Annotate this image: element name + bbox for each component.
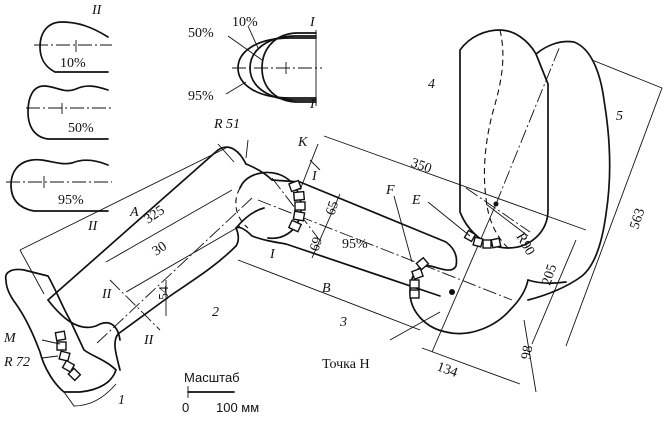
label-F: F — [385, 183, 395, 198]
label-A: A — [129, 205, 139, 220]
part-4-torso-back — [459, 29, 549, 249]
label-II-shin-top: II — [101, 287, 113, 302]
label-I-top-right: I — [309, 15, 316, 30]
dim-205: 205 — [540, 263, 561, 288]
label-pct-95-small: 95% — [58, 193, 84, 208]
label-part-2: 2 — [212, 305, 219, 320]
dim-54: 54 — [157, 286, 172, 300]
label-pct-95: 95% — [188, 89, 214, 104]
label-part-1: 1 — [118, 393, 125, 408]
label-pct-50-small: 50% — [68, 121, 94, 136]
label-K: K — [297, 135, 308, 150]
scale-bar — [187, 386, 235, 398]
point-h-marker — [449, 289, 455, 295]
label-pct-95-knee: 95% — [342, 237, 368, 252]
scale-zero: 0 — [182, 400, 189, 415]
dim-563: 563 — [628, 207, 649, 232]
padding-M-foot — [54, 330, 82, 382]
label-II-bottom: II — [87, 219, 99, 234]
label-part-4: 4 — [428, 77, 435, 92]
padding-knee-K — [287, 179, 306, 233]
dim-r90: R90 — [513, 231, 538, 259]
part-5-torso-front — [483, 29, 611, 301]
label-B: B — [322, 281, 331, 296]
label-II-shin-bottom: II — [143, 333, 155, 348]
dim-65: 65 — [324, 199, 343, 217]
label-I-bottom-right: I — [309, 97, 316, 112]
label-r51: R 51 — [213, 117, 240, 132]
label-point-h: Точка H — [322, 357, 370, 372]
scale-value: 100 мм — [216, 400, 259, 415]
section-profile-I-nested — [225, 25, 322, 106]
label-part-5: 5 — [616, 109, 623, 124]
label-pct-10-small: 10% — [60, 56, 86, 71]
part-3-thigh — [235, 163, 529, 335]
dim-69: 69 — [308, 235, 327, 253]
part-1-foot — [4, 268, 117, 407]
label-part-3: 3 — [339, 315, 347, 330]
section-profile-50 — [26, 85, 112, 140]
dimension-lines — [19, 59, 663, 393]
label-I-knee-top: I — [311, 169, 318, 184]
dim-98: 98 — [519, 344, 536, 360]
section-profile-10 — [34, 21, 112, 73]
label-pct-10: 10% — [232, 15, 258, 30]
scale-title: Масштаб — [184, 370, 240, 385]
label-M: M — [3, 331, 17, 346]
padding-F — [409, 256, 430, 299]
label-r72: R 72 — [3, 355, 30, 370]
dim-325: 325 — [142, 203, 168, 227]
dim-350: 350 — [409, 156, 434, 177]
padding-E — [463, 229, 502, 249]
label-I-knee-bottom: I — [269, 247, 276, 262]
label-II-top: II — [91, 3, 103, 18]
part-2-shin — [47, 146, 247, 371]
hip-center-marker — [493, 201, 499, 207]
section-profile-95 — [6, 158, 112, 212]
knee-joint — [235, 171, 302, 240]
label-pct-50: 50% — [188, 26, 214, 41]
dim-134: 134 — [435, 360, 460, 381]
dim-30: 30 — [150, 239, 170, 259]
label-E: E — [411, 193, 421, 208]
